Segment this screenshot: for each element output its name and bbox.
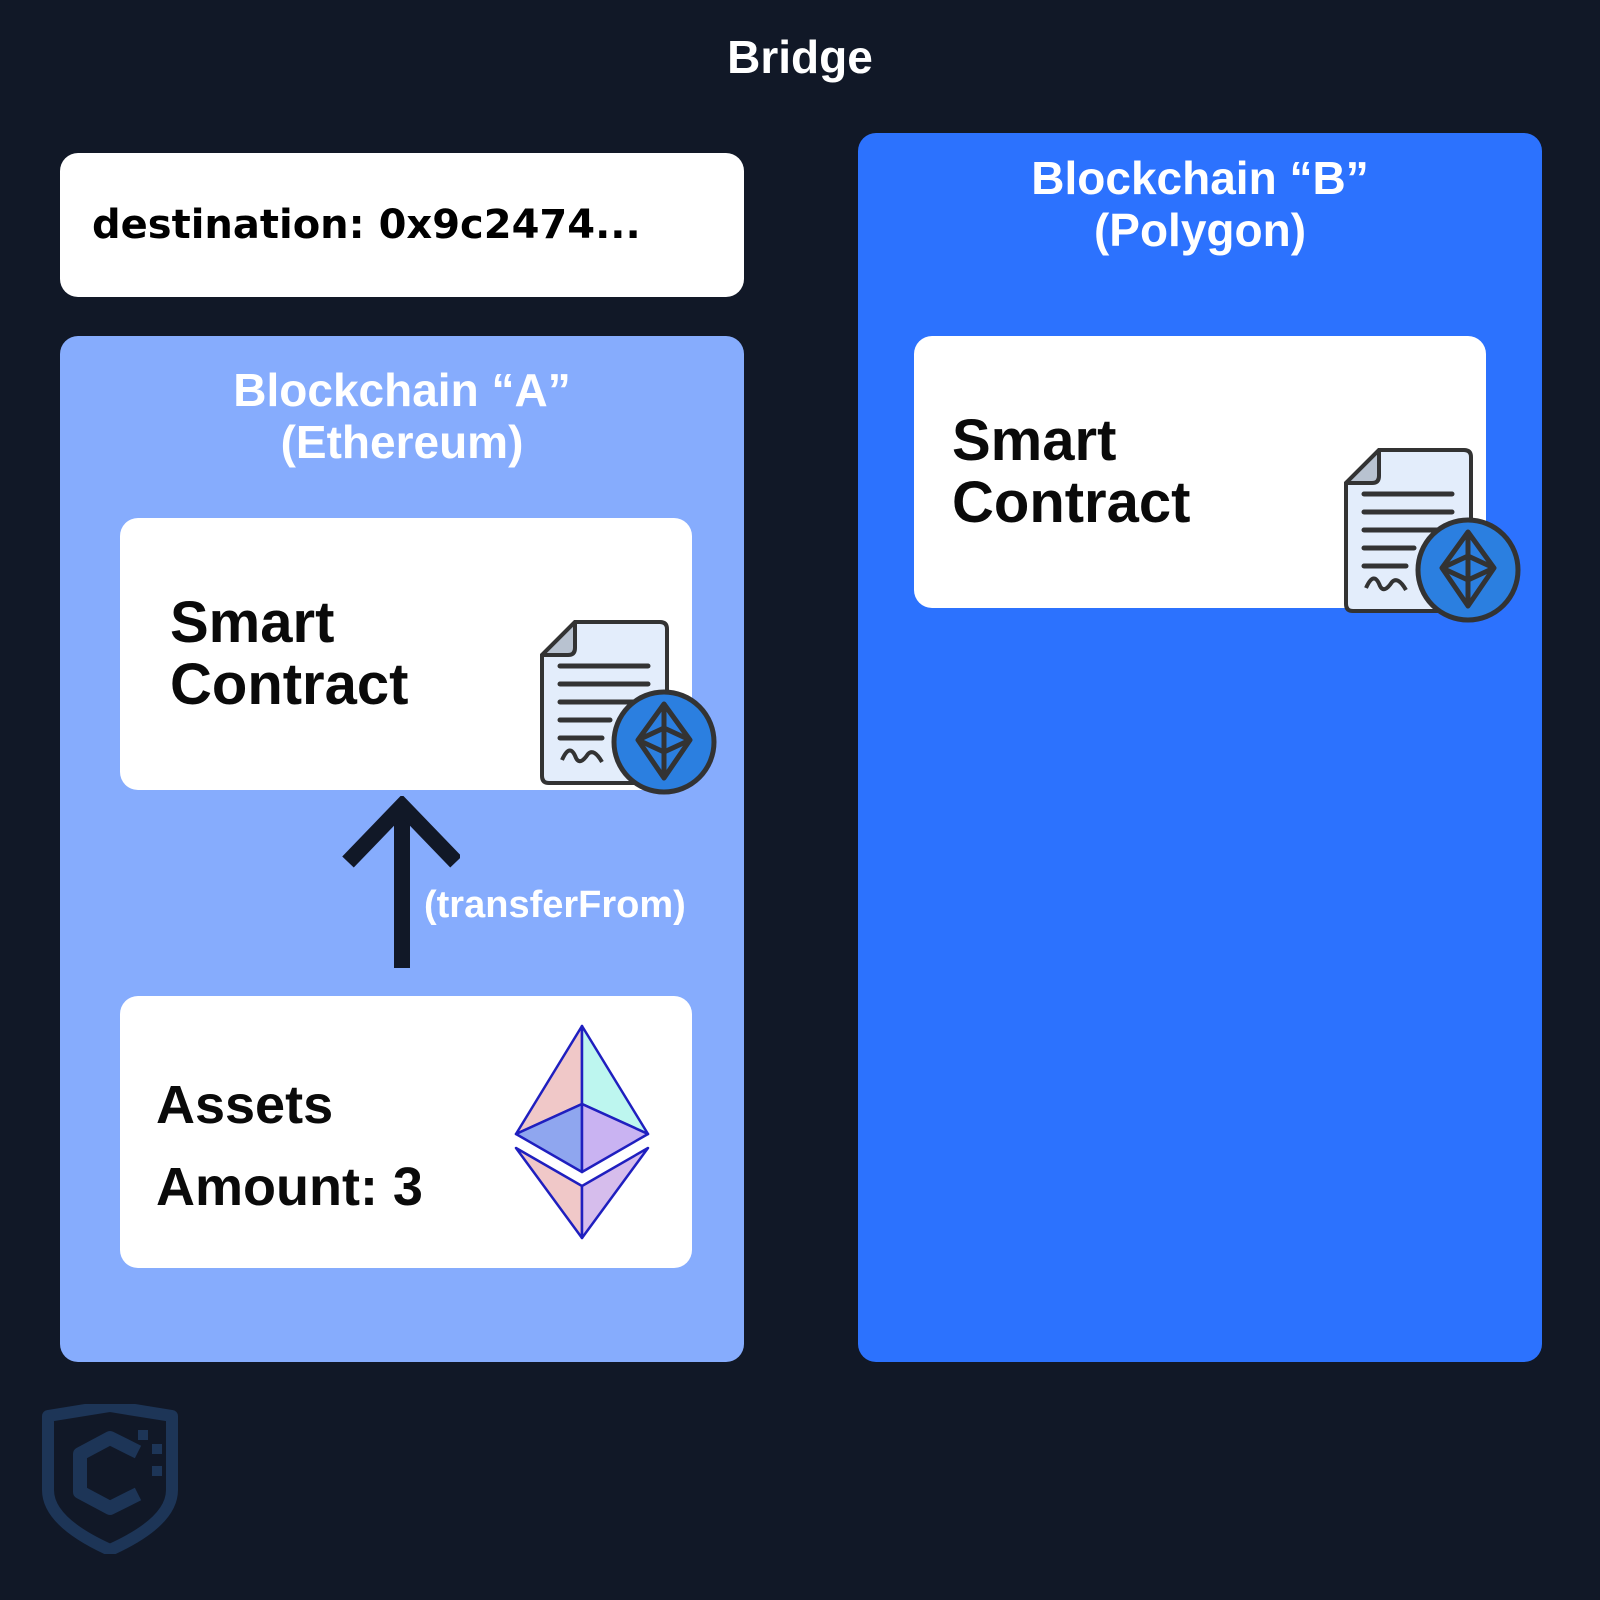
- destination-card: destination: 0x9c2474...: [60, 153, 744, 297]
- blockchain-b-title: Blockchain “B” (Polygon): [858, 152, 1542, 256]
- ethereum-logo-icon: [514, 1024, 650, 1240]
- blockchain-a-title: Blockchain “A” (Ethereum): [60, 364, 744, 468]
- smart-contract-label-a: Smart Contract: [170, 592, 408, 716]
- blockchain-b-network: (Polygon): [1093, 204, 1307, 256]
- blockchain-b-name: Blockchain “B”: [1031, 152, 1369, 204]
- blockchain-a-name: Blockchain “A”: [233, 364, 571, 416]
- contract-document-eth-icon: [1344, 448, 1521, 623]
- up-arrow-icon: [342, 796, 460, 968]
- transfer-from-label: (transferFrom): [424, 884, 686, 926]
- smart-contract-label-a-line2: Contract: [170, 652, 409, 717]
- blockchain-b-panel: [858, 133, 1542, 1362]
- assets-label: Assets: [156, 1075, 334, 1135]
- smart-contract-label-b-line1: Smart: [952, 408, 1117, 473]
- smart-contract-label-b-line2: Contract: [952, 470, 1191, 535]
- blockchain-a-network: (Ethereum): [280, 416, 524, 468]
- smart-contract-label-a-line1: Smart: [170, 590, 335, 655]
- smart-contract-label-b: Smart Contract: [952, 410, 1190, 534]
- destination-label: destination: 0x9c2474...: [92, 202, 641, 248]
- shield-logo-icon: [42, 1404, 178, 1554]
- amount-label: Amount: 3: [156, 1157, 423, 1217]
- diagram-title: Bridge: [727, 31, 873, 83]
- contract-document-eth-icon: [540, 620, 717, 795]
